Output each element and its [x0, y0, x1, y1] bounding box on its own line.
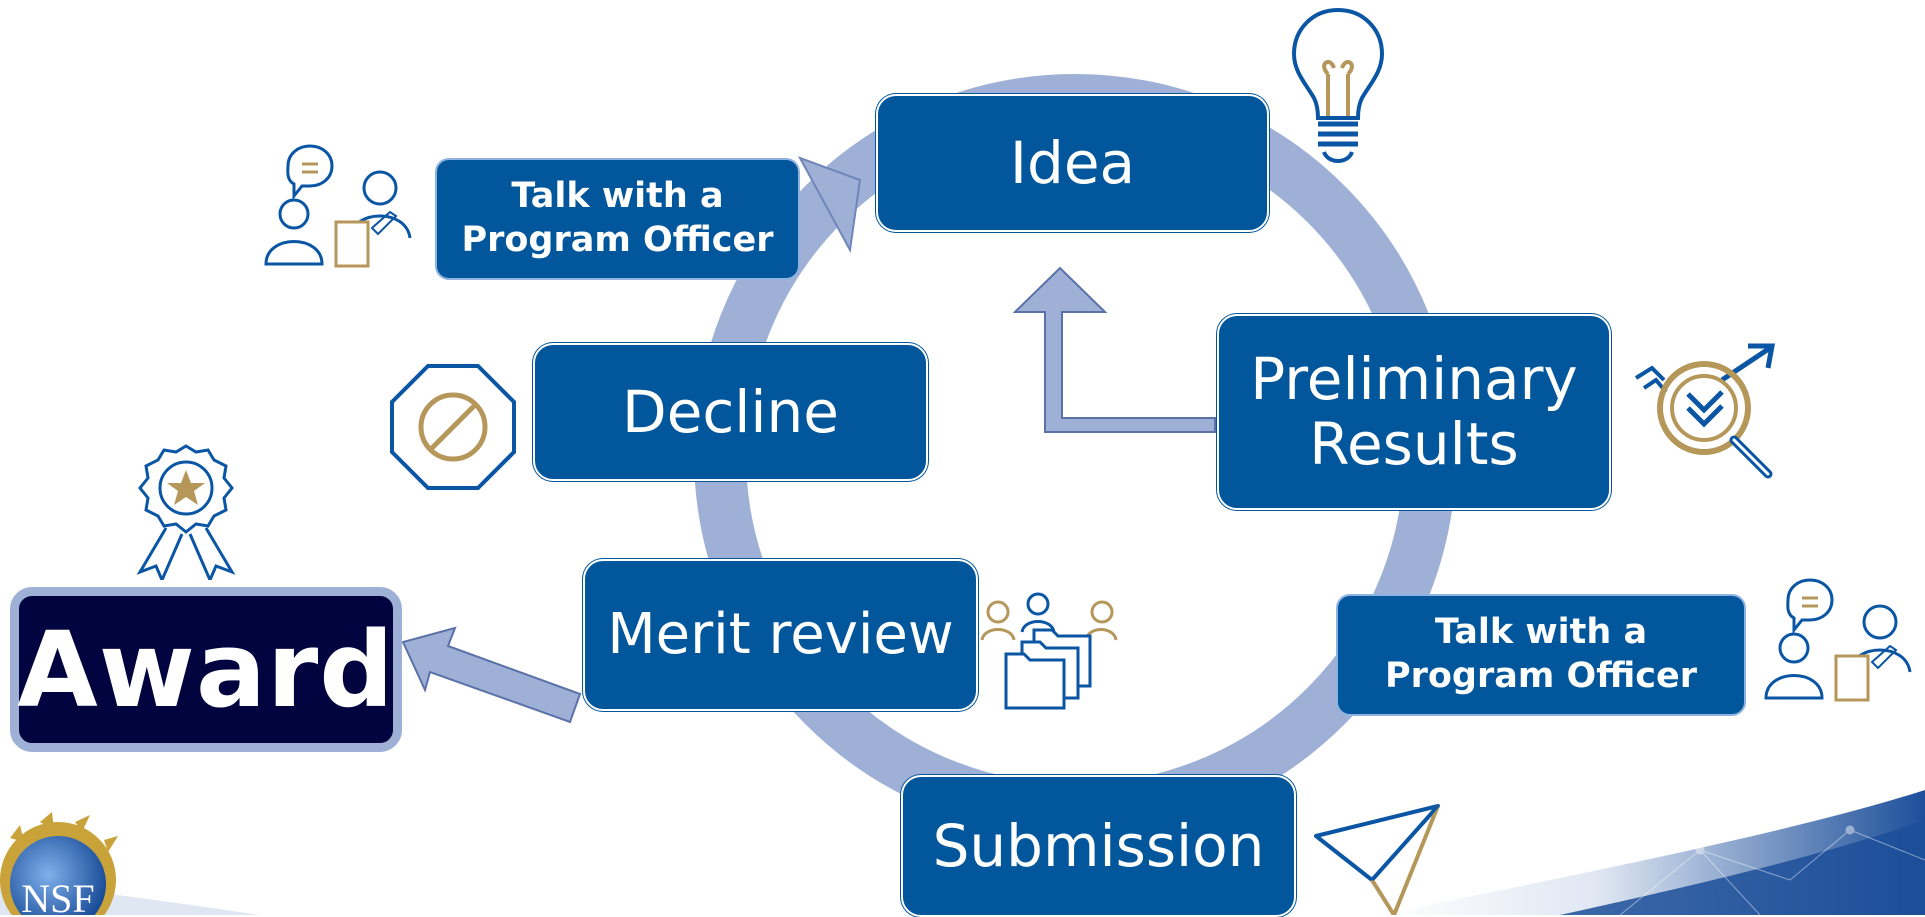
callout-talk-right-label: Talk with a Program Officer	[1384, 612, 1698, 696]
callout-talk-right: Talk with a Program Officer	[1336, 594, 1746, 716]
node-decline: Decline	[533, 343, 928, 481]
network-lines	[1619, 825, 1925, 915]
lightbulb-icon	[1291, 7, 1385, 163]
node-award-label: Award	[17, 608, 395, 731]
node-merit-review: Merit review	[583, 559, 978, 711]
node-preliminary-results: Preliminary Results	[1217, 314, 1611, 510]
stop-icon	[390, 364, 516, 490]
analysis-icon	[1634, 343, 1775, 479]
node-decline-label: Decline	[622, 377, 839, 446]
cycle-arrowhead	[797, 156, 862, 254]
award-arrow	[401, 626, 582, 724]
paper-plane-icon	[1314, 804, 1440, 915]
node-award: Award	[10, 587, 402, 752]
conversation-icon-right	[1764, 578, 1912, 702]
team-folders-icon	[980, 592, 1118, 710]
node-merit-review-label: Merit review	[607, 601, 954, 667]
callout-talk-top: Talk with a Program Officer	[435, 158, 800, 280]
node-idea-label: Idea	[1009, 128, 1136, 197]
node-idea: Idea	[876, 94, 1269, 232]
node-submission: Submission	[901, 775, 1296, 917]
nsf-logo: NSF	[0, 812, 118, 915]
node-submission-label: Submission	[932, 811, 1265, 880]
conversation-icon	[264, 144, 412, 268]
callout-talk-top-label: Talk with a Program Officer	[461, 176, 774, 260]
background-swoosh-dark	[1560, 820, 1925, 915]
award-ribbon-icon	[136, 444, 236, 580]
node-preliminary-results-label: Preliminary Results	[1250, 345, 1578, 478]
nsf-logo-text: NSF	[21, 876, 94, 915]
return-arrow	[1012, 266, 1216, 433]
